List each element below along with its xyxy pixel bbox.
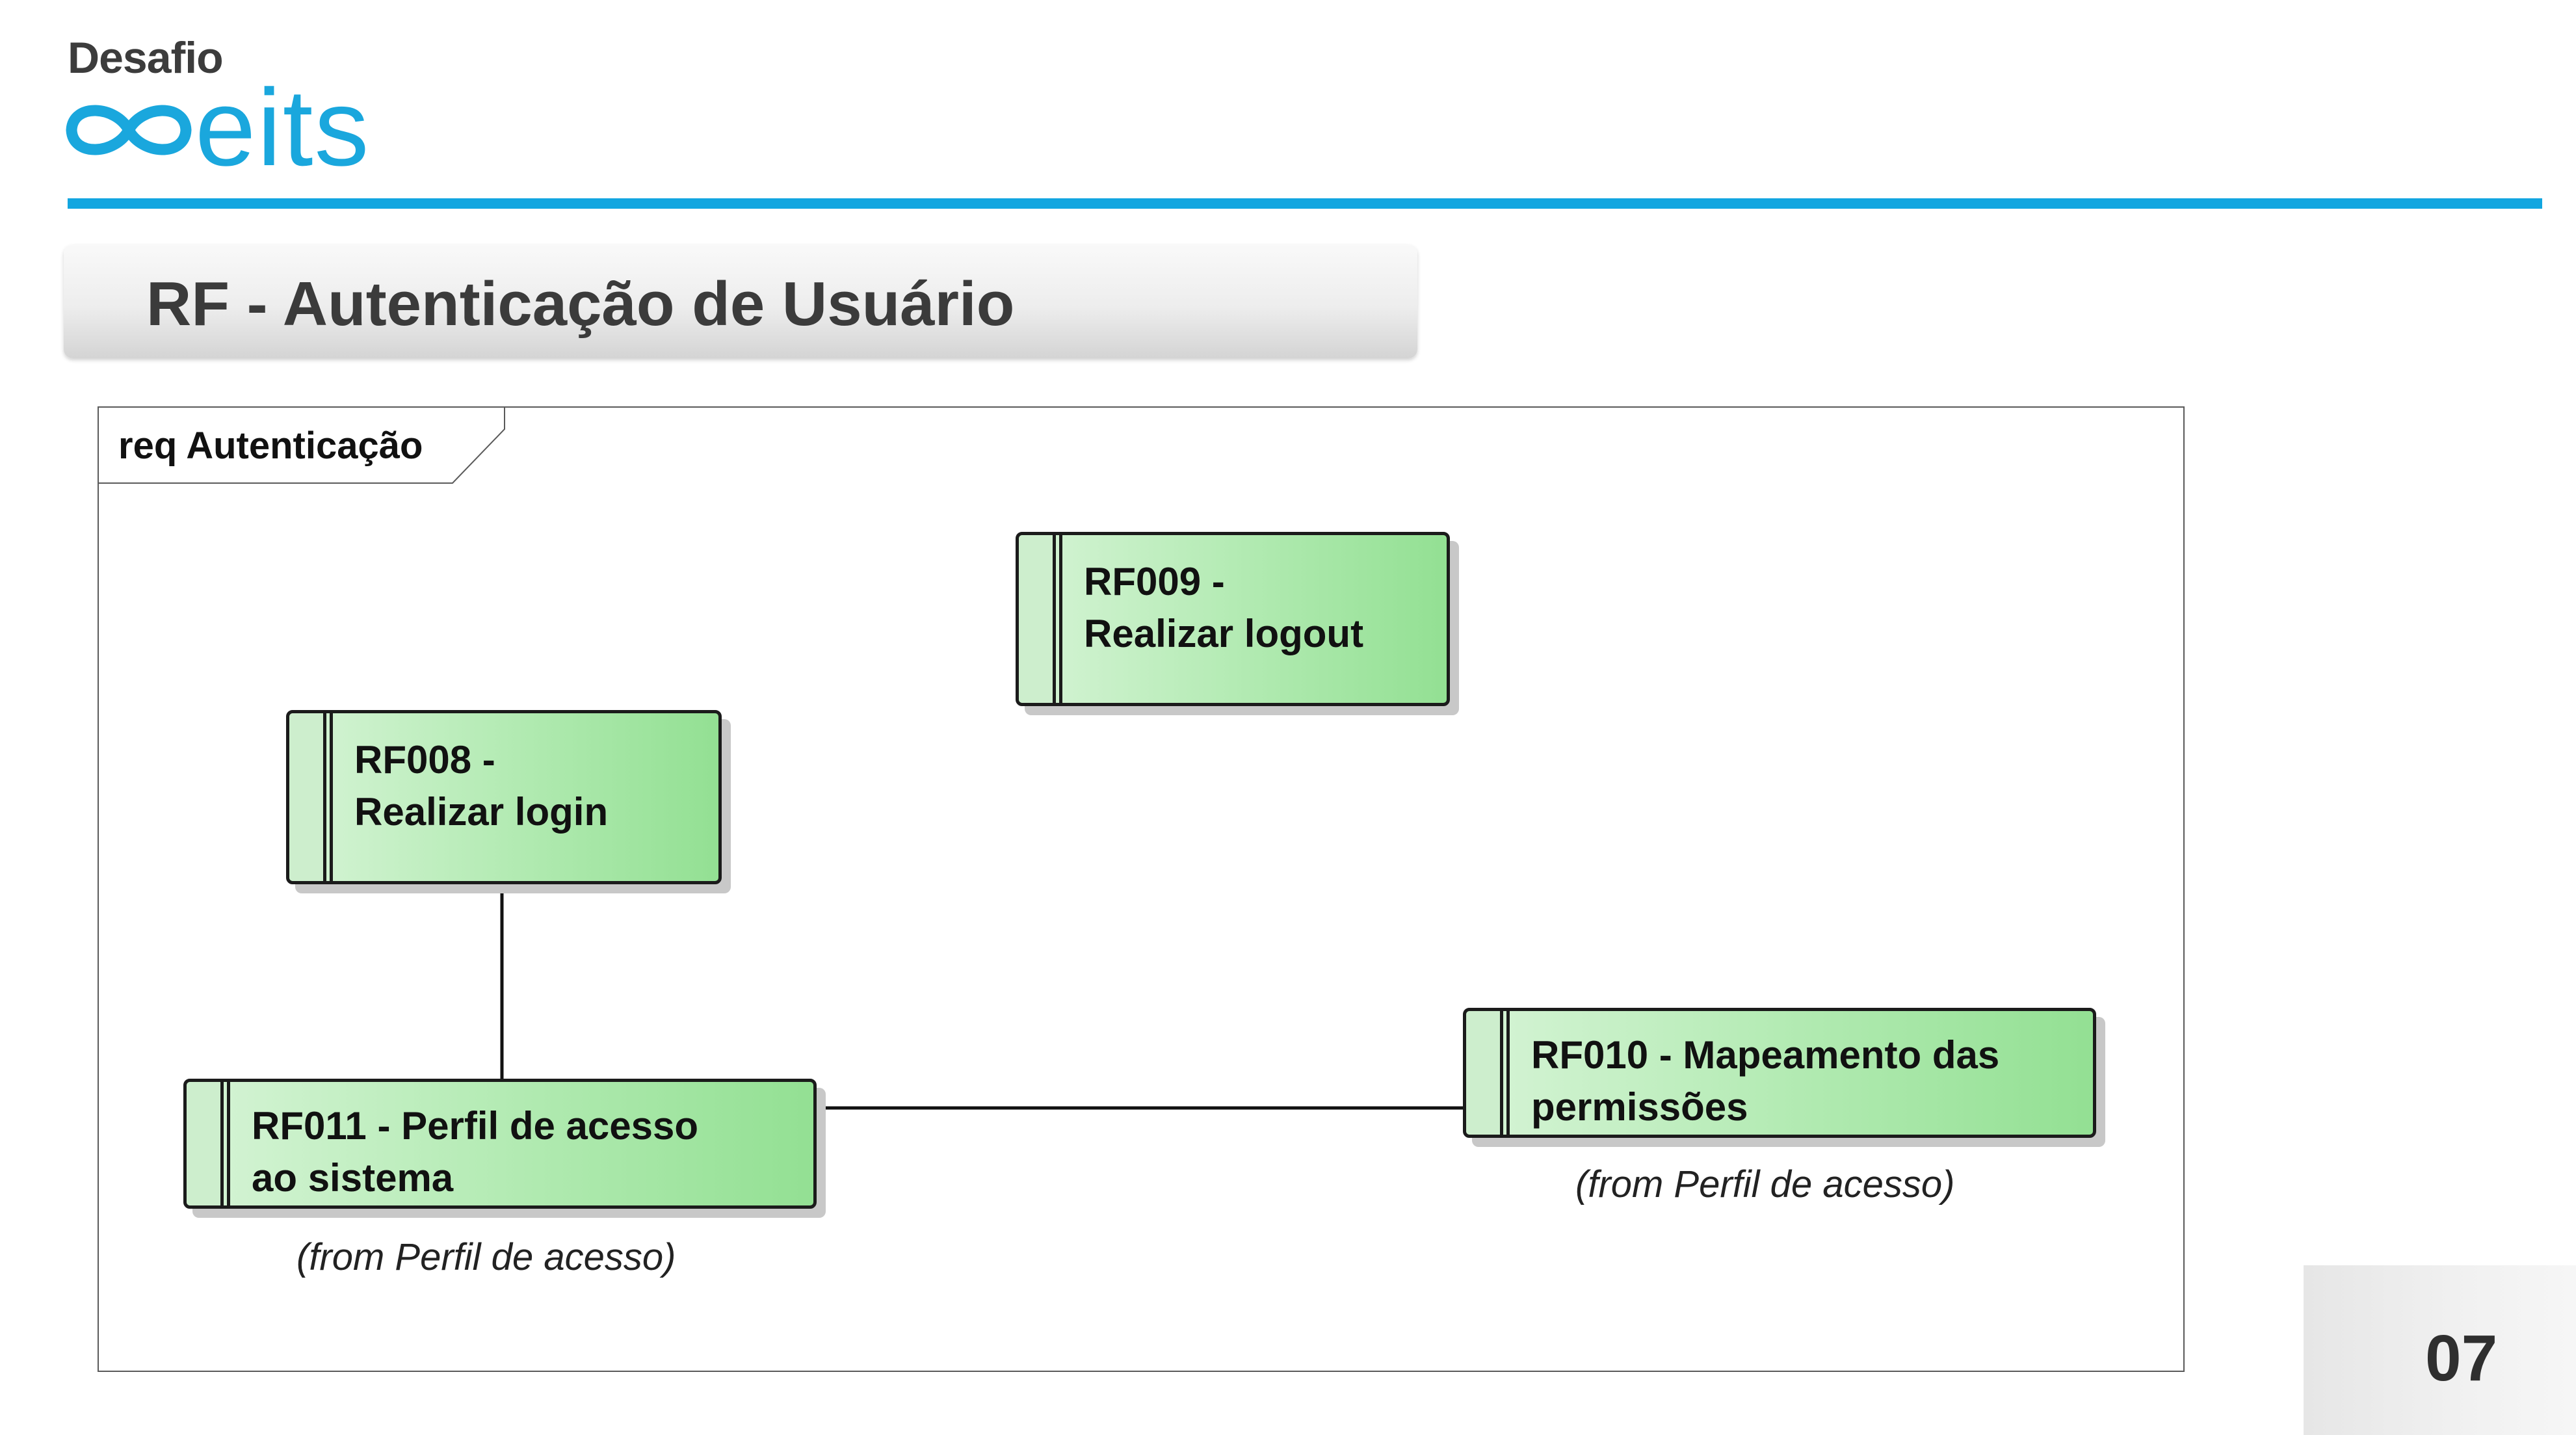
- requirement-label: RF010 - Mapeamento das permissões: [1531, 1033, 2000, 1129]
- page-number: 07: [2425, 1322, 2498, 1395]
- page-title: RF - Autenticação de Usuário: [146, 269, 1015, 339]
- requirement-rf011[interactable]: RF011 - Perfil de acesso ao sistema: [183, 1079, 817, 1209]
- page-number-box: 07: [2304, 1265, 2576, 1435]
- requirement-stripe: [220, 1082, 230, 1205]
- requirement-rf009[interactable]: RF009 - Realizar logout: [1016, 532, 1450, 706]
- infinity-icon: [66, 105, 192, 155]
- requirement-rf010[interactable]: RF010 - Mapeamento das permissões: [1463, 1008, 2096, 1138]
- requirement-rf008[interactable]: RF008 - Realizar login: [286, 710, 722, 884]
- requirement-label: RF011 - Perfil de acesso ao sistema: [252, 1104, 699, 1200]
- from-note-rf011: (from Perfil de acesso): [296, 1236, 676, 1278]
- from-note-rf010: (from Perfil de acesso): [1575, 1163, 1955, 1205]
- title-bar: RF - Autenticação de Usuário: [64, 244, 1417, 358]
- requirement-label: RF009 - Realizar logout: [1084, 560, 1364, 655]
- requirement-stripe: [1053, 535, 1062, 703]
- requirement-stripe: [1500, 1011, 1510, 1135]
- logo-tagline: Desafio: [68, 33, 224, 83]
- frame-tag: [99, 408, 505, 484]
- diagram-frame: req Autenticação: [98, 406, 2185, 1372]
- requirement-stripe: [323, 713, 333, 881]
- requirement-label: RF008 - Realizar login: [354, 738, 609, 834]
- header-rule: [68, 198, 2542, 209]
- frame-label: req Autenticação: [118, 425, 423, 467]
- logo-wordmark: eits: [195, 66, 371, 189]
